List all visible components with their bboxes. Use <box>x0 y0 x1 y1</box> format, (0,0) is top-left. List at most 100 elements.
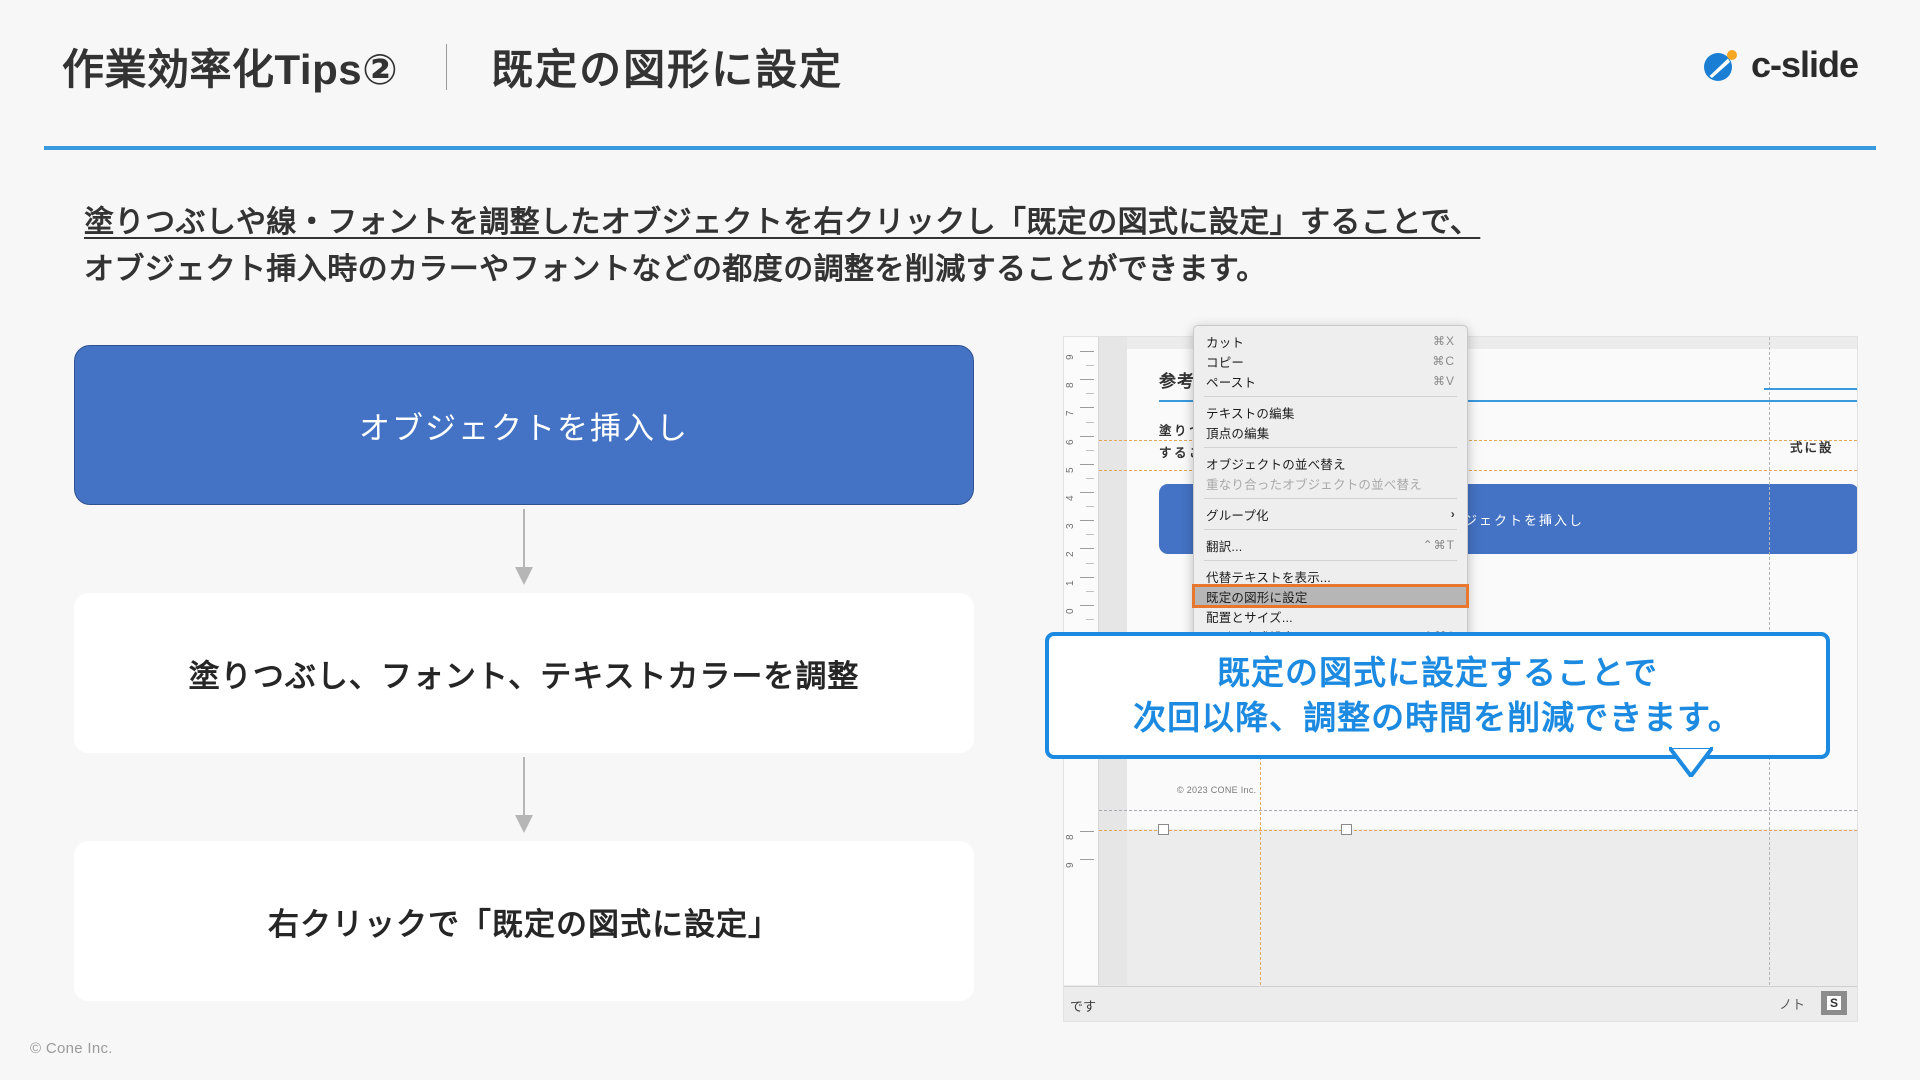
menu-item-代替テキストを表示[interactable]: 代替テキストを表示... <box>1194 566 1467 586</box>
page-title: 作業効率化Tips② <box>62 46 399 93</box>
menu-item-label: 代替テキストを表示... <box>1206 570 1331 585</box>
ruler-number: 9 <box>1065 862 1076 868</box>
mini-shape-label: オブジェクトを挿入し <box>1433 512 1584 528</box>
ruler-tick <box>1080 379 1094 381</box>
ruler-tick <box>1080 604 1094 606</box>
flow-step-2: 塗りつぶし、フォント、テキストカラーを調整 <box>74 593 974 753</box>
menu-item-カット[interactable]: カット ⌘X <box>1194 331 1467 351</box>
brand-name: c-slide <box>1750 44 1859 85</box>
ruler-tick-minor <box>1086 421 1094 423</box>
menu-item-label: オブジェクトの並べ替え <box>1206 457 1346 472</box>
ruler-tick-minor <box>1086 393 1094 395</box>
menu-item-label: 配置とサイズ... <box>1206 610 1293 625</box>
flow-step-3-label: 右クリックで「既定の図式に設定」 <box>268 906 780 942</box>
arrow-head-icon <box>515 815 533 833</box>
selection-handle[interactable] <box>1341 824 1352 835</box>
ruler-tick <box>1080 463 1094 465</box>
header-title-group: 作業効率化Tips② 既定の図形に設定 <box>62 36 843 97</box>
menu-item-ペースト[interactable]: ペースト ⌘V <box>1194 371 1467 391</box>
footer-copyright: © Cone Inc. <box>30 1040 113 1057</box>
menu-item-label: ペースト <box>1206 375 1257 390</box>
menu-item-shortcut: ⌘V <box>1432 374 1455 388</box>
header-underline <box>44 146 1876 150</box>
flow-arrow-1 <box>74 505 974 593</box>
menu-item-label: 重なり合ったオブジェクトの並べ替え <box>1206 477 1422 492</box>
arrow-head-icon <box>515 567 533 585</box>
menu-item-既定の図形に設定[interactable]: 既定の図形に設定 <box>1192 584 1469 608</box>
callout-line-1: 既定の図式に設定することで <box>1216 653 1658 691</box>
ruler-tick <box>1080 407 1094 409</box>
ruler-number: 2 <box>1065 551 1076 558</box>
menu-item-グループ化[interactable]: グループ化 › <box>1194 504 1467 524</box>
menu-item-shortcut: ⌃⌘T <box>1422 538 1455 552</box>
ruler-tick <box>1080 435 1094 437</box>
lead-paragraph: 塗りつぶしや線・フォントを調整したオブジェクトを右クリックし「既定の図式に設定」… <box>84 200 1844 293</box>
mini-header-underline <box>1159 400 1857 402</box>
ruler-number: 5 <box>1065 467 1076 473</box>
flow-step-1: オブジェクトを挿入し <box>74 345 974 505</box>
menu-item-label: カット <box>1206 335 1245 350</box>
ruler-tick <box>1080 831 1094 832</box>
ruler-number: 8 <box>1065 382 1076 389</box>
ruler-tick <box>1080 520 1094 522</box>
callout-tail-icon <box>1664 741 1718 780</box>
menu-item-label: グループ化 <box>1206 508 1269 523</box>
ruler-tick-minor <box>1086 477 1094 479</box>
c-slide-logo-icon <box>1701 45 1741 85</box>
menu-item-コピー[interactable]: コピー⌘C <box>1194 351 1467 371</box>
menu-item-重なり合ったオブジェクトの並べ替え: 重なり合ったオブジェクトの並べ替え <box>1194 473 1467 493</box>
ruler-tick <box>1080 859 1094 860</box>
mini-slide-copyright: © 2023 CONE Inc. <box>1177 785 1257 795</box>
menu-item-shortcut: ⌘X <box>1432 334 1455 348</box>
lead-line-2: オブジェクト挿入時のカラーやフォントなどの都度の調整を削減することができます。 <box>84 252 1267 286</box>
ruler-tick <box>1080 576 1094 578</box>
guide-horizontal-4 <box>1099 830 1857 831</box>
menu-item-翻訳[interactable]: 翻訳...⌃⌘T <box>1194 535 1467 555</box>
ruler-number: 3 <box>1065 523 1076 530</box>
selection-handle[interactable] <box>1158 824 1169 835</box>
ruler-tick-minor <box>1086 506 1094 508</box>
clipped-rule <box>1764 388 1857 390</box>
menu-item-オブジェクトの並べ替え[interactable]: オブジェクトの並べ替え <box>1194 453 1467 473</box>
callout-text: 既定の図式に設定することで 次回以降、調整の時間を削減できます。 <box>1133 651 1742 740</box>
arrow-shaft <box>523 509 525 571</box>
ruler-number: 6 <box>1065 439 1076 445</box>
menu-separator <box>1204 396 1457 397</box>
ruler-tick-minor <box>1086 618 1094 620</box>
ruler-number: 4 <box>1065 495 1076 501</box>
input-method-letter: S <box>1826 996 1841 1010</box>
ruler-number: 0 <box>1065 608 1076 614</box>
ruler-number: 9 <box>1065 354 1076 360</box>
menu-item-label: 既定の図形に設定 <box>1206 590 1308 605</box>
flow-arrow-2 <box>74 753 974 841</box>
ruler-tick <box>1080 351 1094 352</box>
flow-step-3: 右クリックで「既定の図式に設定」 <box>74 841 974 1001</box>
ruler-tick-minor <box>1086 590 1094 592</box>
guide-horizontal-1 <box>1099 440 1857 441</box>
title-divider <box>446 43 448 90</box>
page-subtitle: 既定の図形に設定 <box>491 46 844 93</box>
ruler-number: 1 <box>1065 580 1076 586</box>
menu-separator <box>1204 498 1457 499</box>
menu-item-shortcut: ⌘C <box>1432 354 1455 368</box>
input-method-badge[interactable]: S <box>1821 991 1847 1015</box>
menu-separator <box>1204 447 1457 448</box>
menu-item-テキストの編集[interactable]: テキストの編集 <box>1194 402 1467 422</box>
process-flow: オブジェクトを挿入し 塗りつぶし、フォント、テキストカラーを調整 右クリックで「… <box>74 345 974 1001</box>
chevron-right-icon: › <box>1450 507 1455 521</box>
arrow-shaft <box>523 757 525 819</box>
menu-separator <box>1204 560 1457 561</box>
clipped-right-text: 式に設 <box>1790 441 1834 455</box>
menu-separator <box>1204 529 1457 530</box>
slide-header: 作業効率化Tips② 既定の図形に設定 c-slide <box>0 0 1920 150</box>
ruler-tick-minor <box>1086 534 1094 536</box>
lead-line-1: 塗りつぶしや線・フォントを調整したオブジェクトを右クリックし「既定の図式に設定」… <box>84 206 1481 239</box>
brand-logo: c-slide <box>1701 44 1859 86</box>
menu-item-label: テキストの編集 <box>1206 406 1295 421</box>
ruler-number: 7 <box>1065 410 1076 417</box>
menu-item-頂点の編集[interactable]: 頂点の編集 <box>1194 422 1467 442</box>
ruler-tick-minor <box>1086 365 1094 367</box>
status-text: です <box>1070 999 1097 1014</box>
menu-item-配置とサイズ[interactable]: 配置とサイズ... <box>1194 606 1467 626</box>
ruler-tick <box>1080 492 1094 493</box>
